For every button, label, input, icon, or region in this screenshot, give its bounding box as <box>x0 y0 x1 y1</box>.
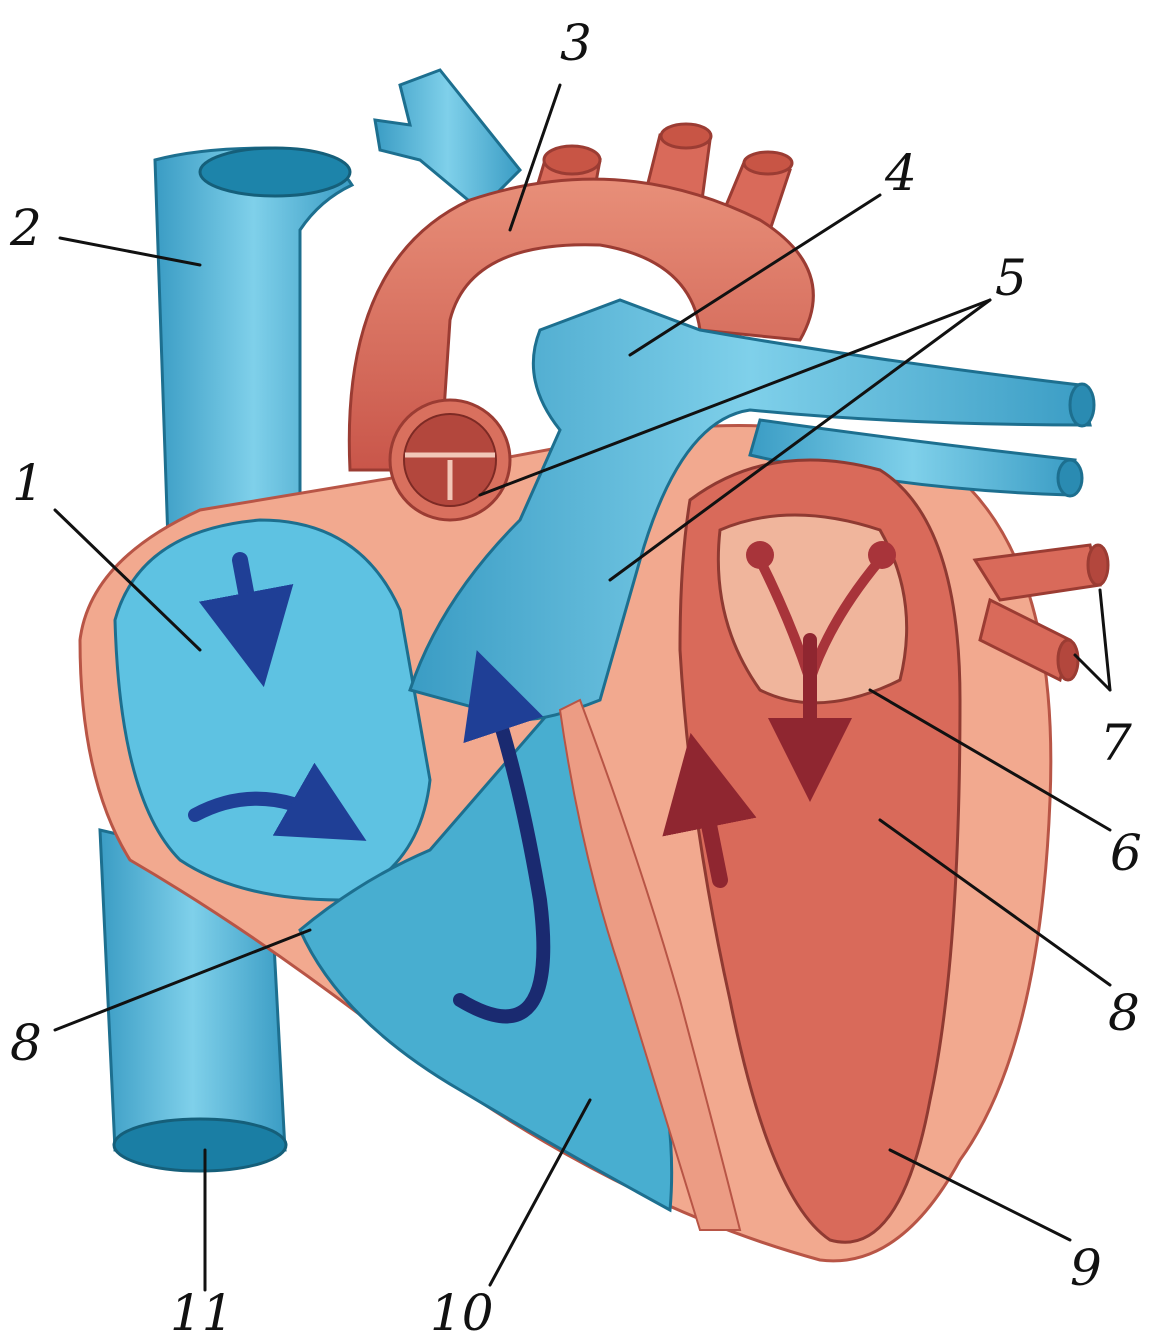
brachiocephalic-vein <box>375 70 520 210</box>
label-3: 3 <box>560 14 592 72</box>
label-2: 2 <box>9 199 42 257</box>
label-10: 10 <box>430 1284 494 1341</box>
label-5: 5 <box>995 249 1027 307</box>
label-4: 4 <box>884 144 917 202</box>
aortic-valve <box>390 400 510 520</box>
label-11: 11 <box>170 1284 234 1341</box>
label-8-right: 8 <box>1108 984 1140 1042</box>
label-8-left: 8 <box>10 1014 42 1072</box>
label-7: 7 <box>1100 714 1132 772</box>
superior-vena-cava-opening <box>200 148 350 196</box>
label-6: 6 <box>1110 824 1142 882</box>
label-9: 9 <box>1070 1239 1102 1297</box>
label-1: 1 <box>12 454 44 512</box>
inferior-vena-cava-opening <box>114 1119 286 1171</box>
